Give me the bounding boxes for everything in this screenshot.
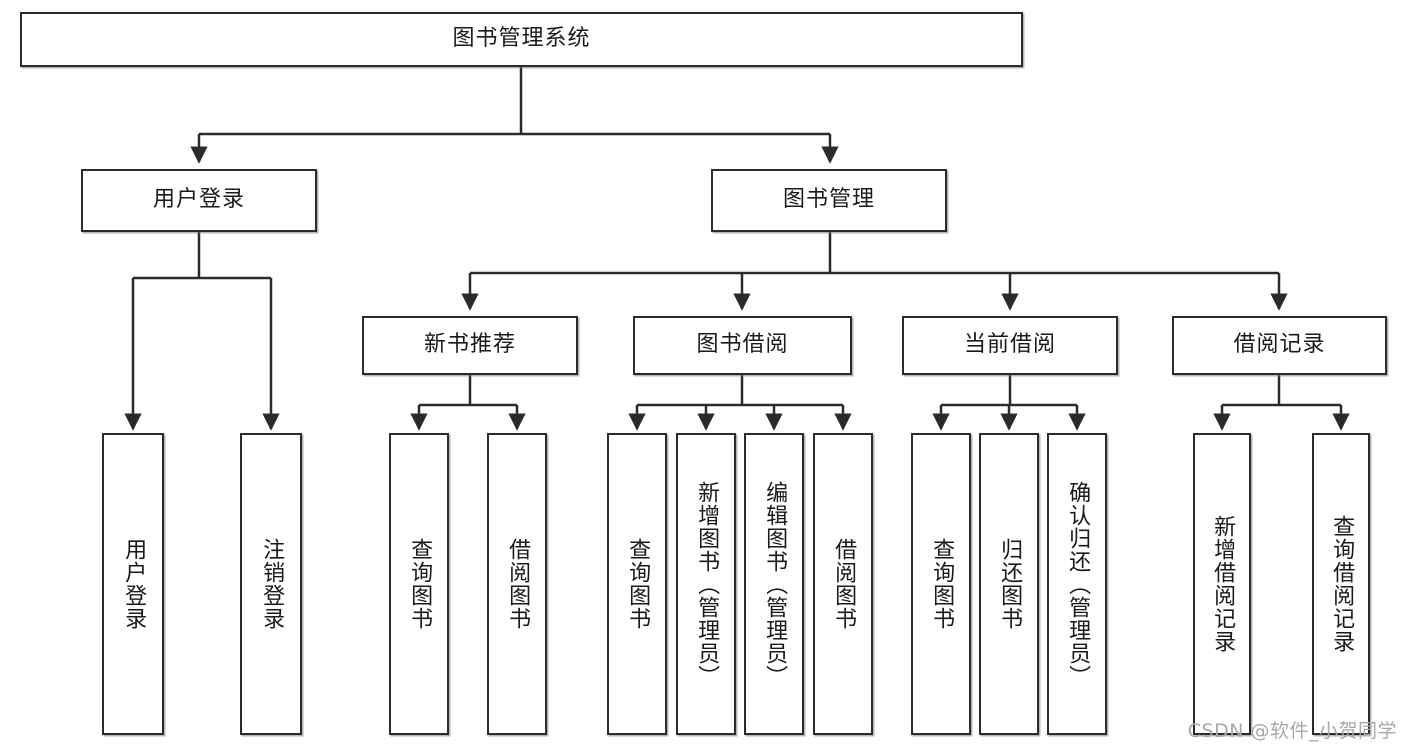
leaf-query-book-3-label: 查询图书 — [929, 538, 955, 630]
node-current-borrow-label: 当前借阅 — [963, 332, 1056, 358]
node-book-manage-label: 图书管理 — [782, 187, 875, 213]
leaf-return-book[interactable]: 归还图书 — [979, 433, 1039, 735]
node-user-login-label: 用户登录 — [152, 187, 245, 213]
leaf-confirm-return-label: 确认归还（管理员） — [1065, 480, 1091, 688]
node-borrow-record-label: 借阅记录 — [1233, 332, 1326, 358]
leaf-query-book-1-label: 查询图书 — [407, 538, 433, 630]
leaf-query-book-2-label: 查询图书 — [625, 538, 651, 630]
node-book-manage[interactable]: 图书管理 — [711, 169, 947, 232]
node-new-book-rec-label: 新书推荐 — [423, 332, 516, 358]
node-book-borrow[interactable]: 图书借阅 — [633, 316, 852, 375]
leaf-logout[interactable]: 注销登录 — [240, 433, 302, 735]
node-root-label: 图书管理系统 — [452, 26, 591, 52]
leaf-add-book-label: 新增图书（管理员） — [694, 480, 720, 688]
node-root[interactable]: 图书管理系统 — [20, 12, 1023, 67]
node-user-login[interactable]: 用户登录 — [81, 169, 317, 232]
leaf-user-login[interactable]: 用户登录 — [102, 433, 164, 735]
leaf-logout-label: 注销登录 — [259, 538, 285, 630]
leaf-confirm-return[interactable]: 确认归还（管理员） — [1047, 433, 1107, 735]
leaf-borrow-book-1-label: 借阅图书 — [505, 538, 531, 630]
leaf-user-login-label: 用户登录 — [121, 538, 147, 630]
node-new-book-rec[interactable]: 新书推荐 — [362, 316, 578, 375]
leaf-edit-book-label: 编辑图书（管理员） — [762, 480, 788, 688]
leaf-borrow-book-1[interactable]: 借阅图书 — [487, 433, 547, 735]
node-book-borrow-label: 图书借阅 — [696, 332, 789, 358]
leaf-add-record-label: 新增借阅记录 — [1210, 515, 1236, 653]
leaf-query-record-label: 查询借阅记录 — [1329, 515, 1355, 653]
node-borrow-record[interactable]: 借阅记录 — [1172, 316, 1387, 375]
leaf-query-book-1[interactable]: 查询图书 — [389, 433, 449, 735]
leaf-return-book-label: 归还图书 — [997, 538, 1023, 630]
node-current-borrow[interactable]: 当前借阅 — [902, 316, 1118, 375]
leaf-edit-book[interactable]: 编辑图书（管理员） — [744, 433, 804, 735]
leaf-borrow-book-2[interactable]: 借阅图书 — [813, 433, 873, 735]
leaf-query-book-2[interactable]: 查询图书 — [607, 433, 667, 735]
csdn-watermark: CSDN @软件_小贺同学 — [1187, 720, 1397, 742]
leaf-add-record[interactable]: 新增借阅记录 — [1193, 433, 1251, 735]
leaf-borrow-book-2-label: 借阅图书 — [831, 538, 857, 630]
leaf-add-book[interactable]: 新增图书（管理员） — [676, 433, 736, 735]
leaf-query-book-3[interactable]: 查询图书 — [911, 433, 971, 735]
leaf-query-record[interactable]: 查询借阅记录 — [1312, 433, 1370, 735]
